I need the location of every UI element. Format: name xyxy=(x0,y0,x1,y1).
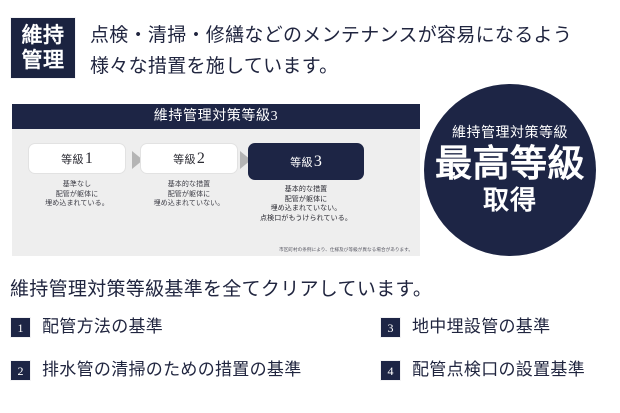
grade-item-3: 等級 3 基本的な措置 配管が躯体に 埋め込まれていない。 点検口がもうけられて… xyxy=(248,143,364,223)
criteria-item-4: 4 配管点検口の設置基準 xyxy=(380,358,585,382)
badge-line-2: 最高等級 xyxy=(435,143,585,185)
grade-3-desc-line-2: 配管が躯体に xyxy=(284,194,328,203)
logo-line-2: 管理 xyxy=(21,48,65,72)
header-description: 点検・清掃・修繕などのメンテナンスが容易になるよう 様々な措置を施しています。 xyxy=(90,20,610,82)
grade-3-box: 等級 3 xyxy=(248,143,364,180)
header-section: 維持 管理 点検・清掃・修繕などのメンテナンスが容易になるよう 様々な措置を施し… xyxy=(0,0,620,96)
highest-grade-badge: 維持管理対策等級 最高等級 取得 xyxy=(424,84,596,256)
grade-2-desc-line-2: 配管が躯体に xyxy=(167,189,211,198)
grade-1-box: 等級 1 xyxy=(28,143,126,174)
criteria-list: 1 配管方法の基準 3 地中埋設管の基準 2 排水管の清掃のための措置の基準 4… xyxy=(10,314,610,400)
grade-2-desc-line-1: 基本的な措置 xyxy=(167,180,211,188)
criteria-1-number: 1 xyxy=(10,316,31,338)
grade-1-desc-line-2: 配管が躯体に xyxy=(55,189,99,198)
criteria-row-1: 1 配管方法の基準 3 地中埋設管の基準 xyxy=(10,314,610,340)
grade-2-desc-line-3: 埋め込まれていない。 xyxy=(153,199,225,207)
arrow-icon-2 xyxy=(240,151,251,169)
criteria-2-label: 排水管の清掃のための措置の基準 xyxy=(42,360,302,379)
grade-2-number: 2 xyxy=(196,149,205,167)
criteria-item-3: 3 地中埋設管の基準 xyxy=(380,315,550,339)
header-copy-line-1: 点検・清掃・修繕などのメンテナンスが容易になるよう xyxy=(90,25,573,46)
grade-2-box: 等級 2 xyxy=(140,143,238,174)
logo-line-1: 維持 xyxy=(21,23,65,47)
grade-3-number: 3 xyxy=(313,152,322,170)
criteria-2-number: 2 xyxy=(10,359,31,381)
grade-item-2: 等級 2 基本的な措置 配管が躯体に 埋め込まれていない。 xyxy=(140,143,238,209)
grade-3-description: 基本的な措置 配管が躯体に 埋め込まれていない。 点検口がもうけられている。 xyxy=(248,185,364,223)
grade-1-label: 等級 xyxy=(61,153,84,166)
grade-3-desc-line-1: 基本的な措置 xyxy=(284,185,328,193)
criteria-3-label: 地中埋設管の基準 xyxy=(412,317,551,336)
criteria-4-label: 配管点検口の設置基準 xyxy=(412,360,585,379)
grade-3-label: 等級 xyxy=(290,156,313,169)
grade-1-description: 基準なし 配管が躯体に 埋め込まれている。 xyxy=(28,180,126,209)
grade-diagram-panel: 維持管理対策等級3 等級 1 基準なし 配管が躯体に 埋め込まれている。 等級 … xyxy=(12,104,420,256)
grade-1-number: 1 xyxy=(84,149,93,167)
grade-2-description: 基本的な措置 配管が躯体に 埋め込まれていない。 xyxy=(140,180,238,209)
panel-disclaimer-note: 市区町村の条例により、仕様及び等級が異なる場合があります。 xyxy=(279,247,413,252)
criteria-row-2: 2 排水管の清掃のための措置の基準 4 配管点検口の設置基準 xyxy=(10,357,610,383)
grade-3-desc-line-4: 点検口がもうけられている。 xyxy=(260,213,352,222)
bottom-subheading: 維持管理対策等級基準を全てクリアしています。 xyxy=(10,279,433,300)
arrow-icon-1 xyxy=(132,151,143,169)
criteria-3-number: 3 xyxy=(380,316,401,338)
grade-1-desc-line-1: 基準なし xyxy=(62,180,92,188)
badge-line-3: 取得 xyxy=(482,185,537,215)
panel-body: 等級 1 基準なし 配管が躯体に 埋め込まれている。 等級 2 基本的な措置 配… xyxy=(12,129,420,256)
header-copy-line-2: 様々な措置を施しています。 xyxy=(90,56,339,77)
criteria-1-label: 配管方法の基準 xyxy=(42,317,164,336)
criteria-item-2: 2 排水管の清掃のための措置の基準 xyxy=(10,358,380,382)
grade-2-label: 等級 xyxy=(173,153,196,166)
grade-3-desc-line-3: 埋め込まれていない。 xyxy=(270,204,342,212)
maintenance-logo-badge: 維持 管理 xyxy=(10,17,76,79)
panel-title: 維持管理対策等級3 xyxy=(12,104,420,129)
grade-item-1: 等級 1 基準なし 配管が躯体に 埋め込まれている。 xyxy=(28,143,126,209)
criteria-4-number: 4 xyxy=(380,359,401,381)
grade-1-desc-line-3: 埋め込まれている。 xyxy=(45,199,109,207)
badge-line-1: 維持管理対策等級 xyxy=(452,125,568,141)
criteria-item-1: 1 配管方法の基準 xyxy=(10,315,380,339)
